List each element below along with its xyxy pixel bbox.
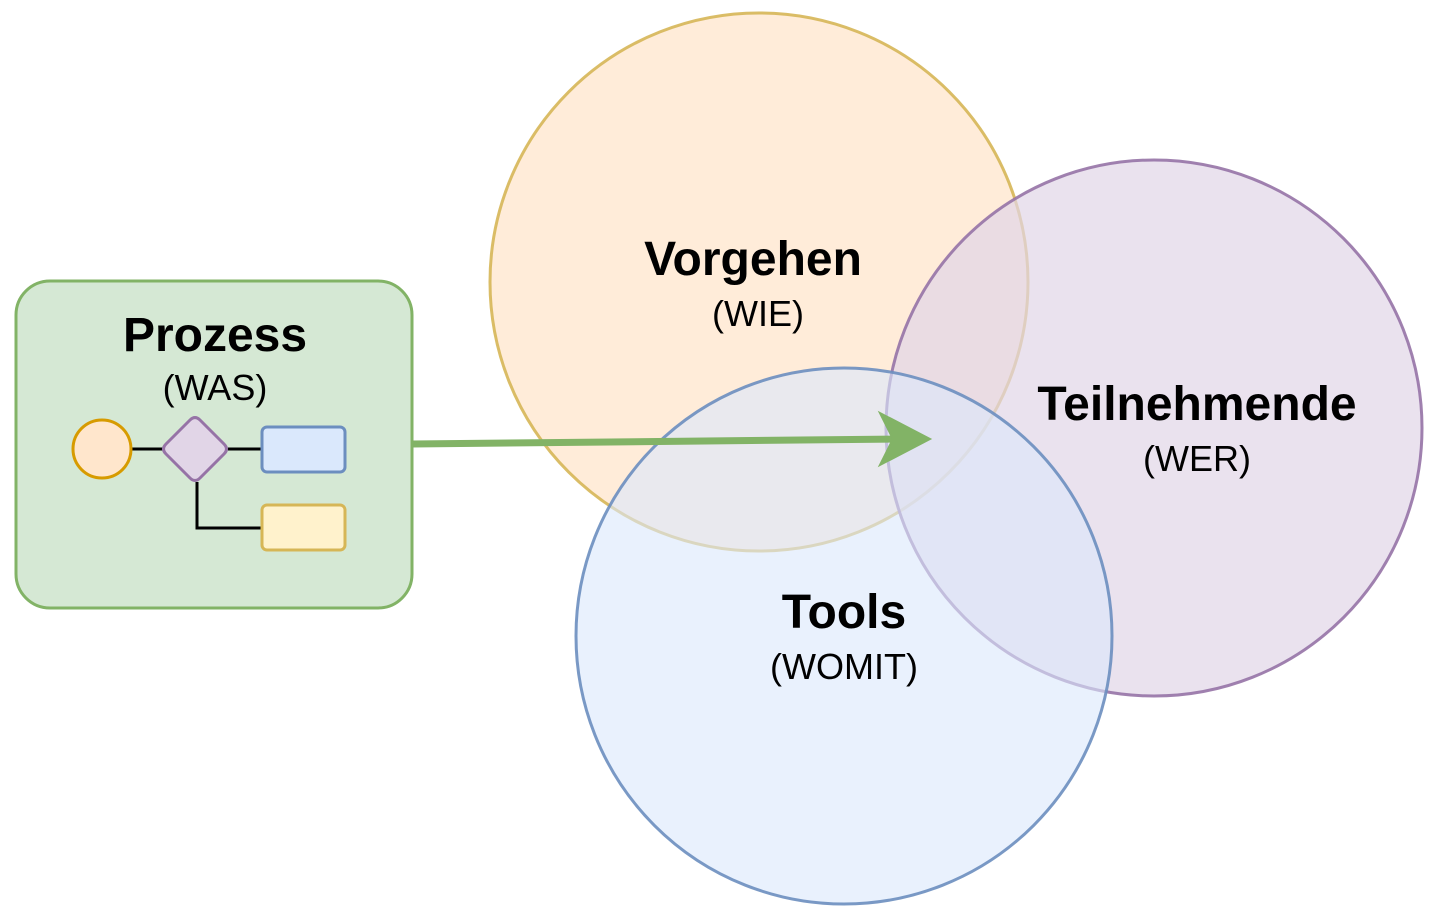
arrow-head-icon — [877, 410, 933, 468]
mini-flow — [71, 416, 347, 552]
diamond-decision-icon — [162, 416, 228, 482]
arrow-shaft — [411, 435, 901, 448]
tools-circle[interactable] — [574, 366, 1114, 906]
tools-title: Tools — [782, 586, 906, 639]
process-title: Prozess — [123, 309, 307, 362]
process-arrow — [411, 410, 933, 468]
task-rectangle-yellow — [260, 503, 347, 552]
teilnehmende-title: Teilnehmende — [1037, 378, 1356, 431]
teilnehmende-subtitle: (WER) — [1143, 438, 1251, 479]
circle-start-icon — [71, 418, 133, 480]
process-subtitle: (WAS) — [163, 367, 268, 408]
vorgehen-subtitle: (WIE) — [712, 293, 804, 334]
task-rectangle-blue — [260, 425, 347, 474]
tools-subtitle: (WOMIT) — [770, 646, 918, 687]
vorgehen-title: Vorgehen — [644, 233, 862, 286]
connector-line — [195, 482, 262, 530]
